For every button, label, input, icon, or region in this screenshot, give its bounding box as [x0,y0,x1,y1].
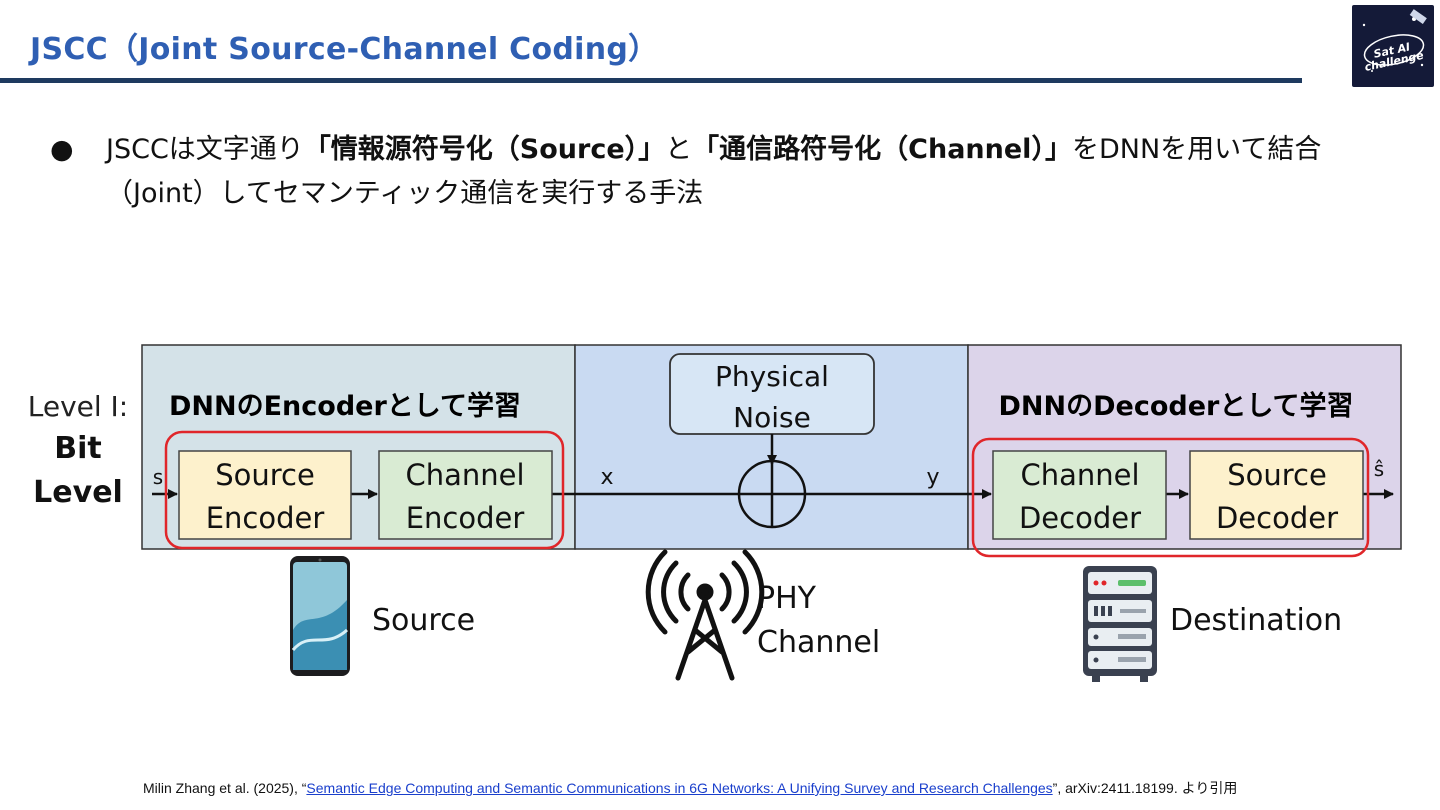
bullet-text: JSCCは文字通り「情報源符号化（Source）」と「通信路符号化（Channe… [106,128,1396,216]
signal-label-s-hat: ŝ [1374,457,1384,481]
channel-encoder-label-1: Channel [405,458,524,492]
citation-suffix: ”, arXiv:2411.18199. より引用 [1052,780,1238,796]
source-encoder-block [178,450,352,540]
citation-link[interactable]: Semantic Edge Computing and Semantic Com… [306,780,1053,796]
source-encoder-label-1: Source [215,458,315,492]
source-decoder-block [1189,450,1364,540]
source-encoder-label-2: Encoder [206,501,325,535]
signal-label-s: s [153,465,163,489]
physical-noise-label-2: Noise [733,401,811,434]
source-label: Source [372,603,475,638]
smartphone-icon [290,556,350,676]
signal-label-y: y [926,465,939,490]
physical-noise-label-1: Physical [715,360,829,393]
source-decoder-label-1: Source [1227,458,1327,492]
adder-symbol [737,459,807,529]
citation: Milin Zhang et al. (2025), “Semantic Edg… [143,778,1237,798]
bullet-bold-channel: 「通信路符号化（Channel）」 [692,134,1072,165]
bullet-part1: JSCCは文字通り [106,134,304,165]
destination-label: Destination [1170,603,1342,638]
signal-label-x: x [600,465,613,490]
slide-title: JSCC（Joint Source-Channel Coding） [30,32,659,67]
channel-encoder-block [378,450,553,540]
phy-label-1: PHY [757,581,817,616]
channel-decoder-label-2: Decoder [1019,501,1141,535]
citation-authors: Milin Zhang et al. (2025), “ [143,780,307,796]
bullet-marker: ● [50,134,74,165]
bullet-bold-source: 「情報源符号化（Source）」 [303,134,666,165]
channel-encoder-label-2: Encoder [406,501,525,535]
level-label-line2: Bit [54,431,102,466]
encoder-highlight [164,430,565,550]
antenna-tower-icon [645,549,765,681]
source-decoder-label-2: Decoder [1216,501,1338,535]
encoder-caption: DNNのEncoderとして学習 [169,390,521,422]
jscc-diagram: Level I: Bit Level DNNのEncoderとして学習 DNNの… [28,344,1402,682]
channel-decoder-label-1: Channel [1020,458,1139,492]
phy-label-2: Channel [757,625,880,660]
decoder-caption: DNNのDecoderとして学習 [998,390,1353,422]
logo-graphic [1362,9,1427,72]
channel-decoder-block [992,450,1167,540]
server-icon [1083,566,1157,682]
level-label-line3: Level [33,475,123,510]
title-underline [0,78,1302,83]
sat-ai-challenge-logo: Sat AI challenge [1352,5,1434,87]
bullet-part3: をDNNを用いて結合（Joint）してセマンティック通信を実行する手法 [106,134,1322,209]
decoder-highlight [971,437,1370,558]
level-label-line1: Level I: [28,390,129,423]
bullet-part2: と [665,134,693,165]
